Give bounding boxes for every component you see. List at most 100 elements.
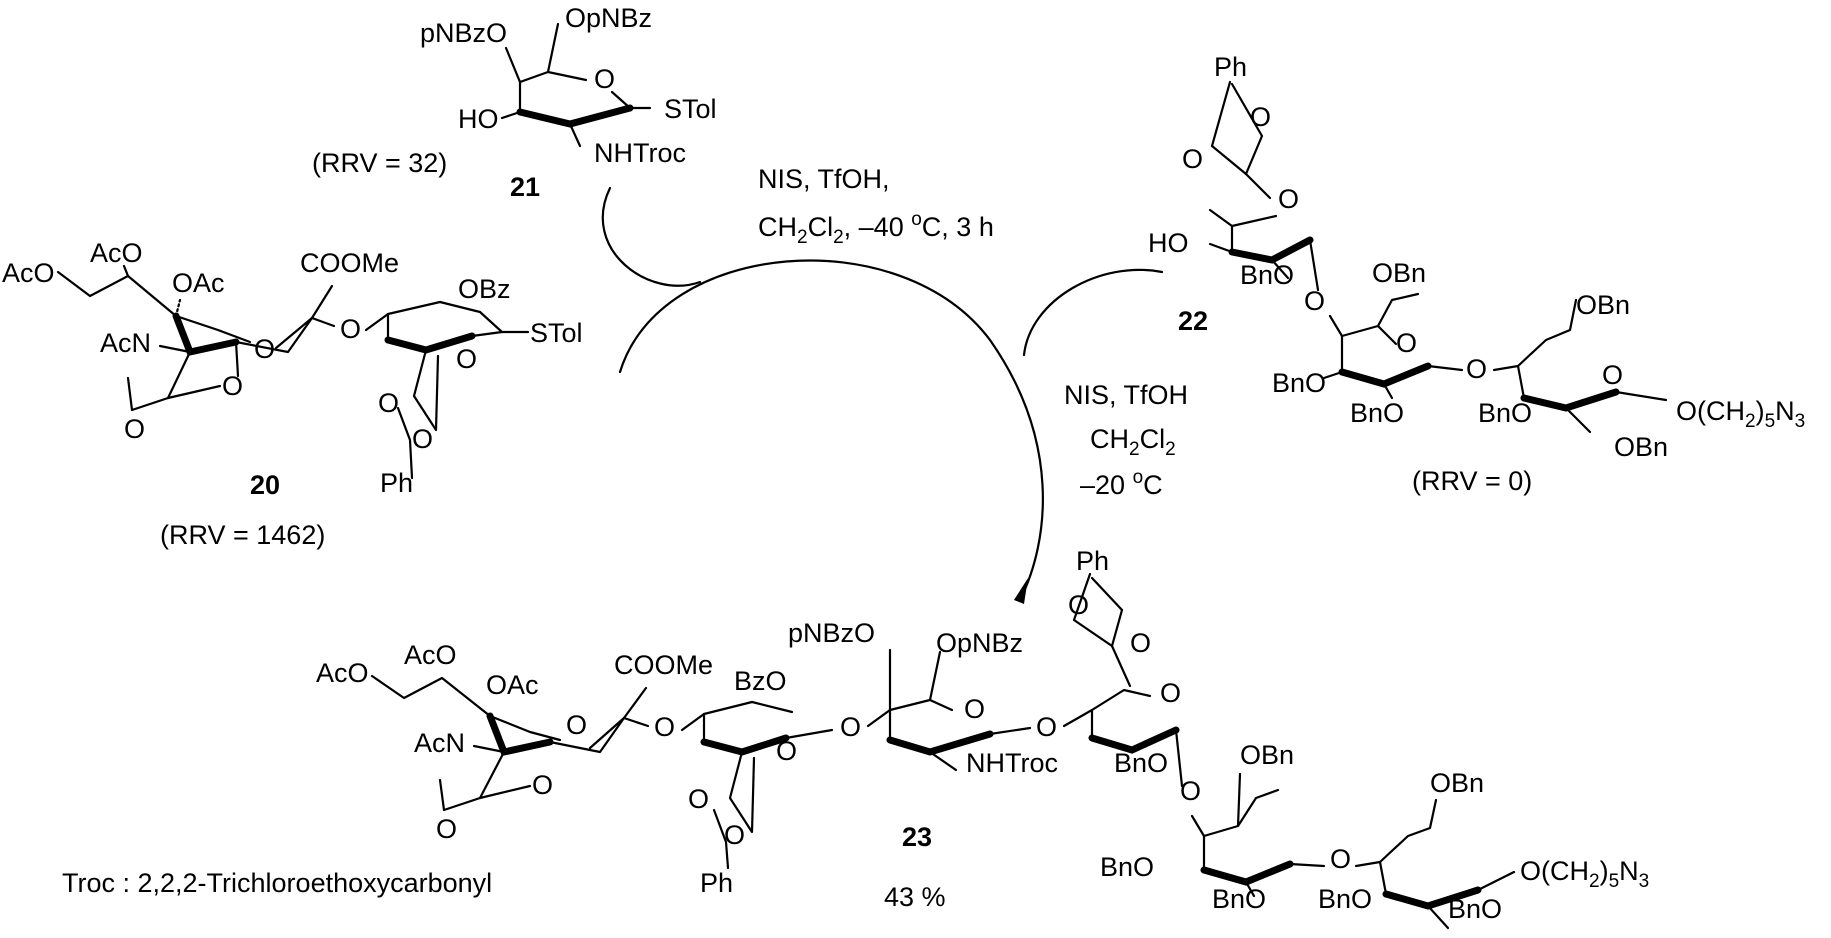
c22-linker-paren: ): [1756, 396, 1765, 426]
c22-linker-sub2: 2: [1745, 411, 1756, 432]
c23-label-bno-1: BnO: [1114, 748, 1168, 778]
c20-label-ph: Ph: [380, 468, 413, 498]
c23-linker-n: N: [1619, 856, 1639, 886]
c20-glyco-o: O: [340, 314, 361, 344]
c20-number: 20: [250, 470, 280, 500]
c23-ring-o-5: O: [1160, 678, 1181, 708]
reaction-arrows: [601, 186, 1164, 604]
c22-glyco-o-1: O: [1304, 286, 1325, 316]
c21-label-ho: HO: [458, 104, 499, 134]
arrow-curve-from-22: [1022, 268, 1164, 357]
c23-label-opnbz: OpNBz: [936, 628, 1023, 658]
c23-ring-o-1: O: [566, 710, 587, 740]
step1-time: C, 3 h: [922, 212, 994, 242]
c22-label-ho: HO: [1148, 228, 1189, 258]
arrow-curve-from-21: [601, 186, 702, 287]
c22-label-linker: O(CH2)5N3: [1676, 396, 1805, 432]
c21-label-stol: STol: [664, 94, 717, 124]
c22-linker-sub5: 5: [1765, 411, 1776, 432]
step2-cl: Cl: [1140, 424, 1166, 454]
c22-ring-o-1: O: [1278, 184, 1299, 214]
c22-label-bno-2: BnO: [1272, 368, 1326, 398]
c23-acetal-o-4: O: [1130, 628, 1151, 658]
c20-ring-o-1: O: [254, 334, 275, 364]
c20-ring-o-3: O: [456, 344, 477, 374]
c23-ring-o-3: O: [776, 736, 797, 766]
c22-label-bno-4: BnO: [1478, 398, 1532, 428]
c23-label-bno-3: BnO: [1212, 884, 1266, 914]
c23-glyco-o-5: O: [1330, 844, 1351, 874]
c23-linker-sub3: 3: [1639, 871, 1650, 892]
c21-ring-o: O: [594, 64, 615, 94]
c22-linker-n: N: [1775, 396, 1795, 426]
arrow-main-circle: [618, 259, 1044, 602]
c20-acetal-o-1: O: [378, 388, 399, 418]
c23-glyco-o-2: O: [840, 712, 861, 742]
c20-ring-o-2: O: [222, 371, 243, 401]
c23-yield: 43 %: [884, 882, 946, 912]
c21-label-nhtroc: NHTroc: [594, 138, 686, 168]
step1-temp: , –40: [844, 212, 912, 242]
c23-linker-sub5: 5: [1609, 871, 1620, 892]
step2-sub2-b: 2: [1165, 439, 1176, 460]
c22-linker-och: O(CH: [1676, 396, 1745, 426]
c23-label-bzo: BzO: [734, 666, 787, 696]
c23-glyco-o-1: O: [654, 712, 675, 742]
compound-21: pNBzO OpNBz O HO STol NHTroc: [420, 3, 717, 168]
c21-number: 21: [510, 172, 540, 202]
compound-23: AcO AcO OAc COOMe BzO pNBzO OpNBz Ph AcN…: [316, 546, 1650, 930]
c21-rrv: (RRV = 32): [312, 148, 447, 178]
c23-label-nhtroc: NHTroc: [966, 748, 1058, 778]
c21-label-pnbzo-top: pNBzO: [420, 18, 507, 48]
c23-label-aco-1: AcO: [316, 658, 369, 688]
c20-label-aco-2: AcO: [90, 238, 143, 268]
c20-label-obz: OBz: [458, 274, 511, 304]
compound-20: AcO AcO OAc COOMe AcN O O O O OBz STol O…: [2, 238, 583, 498]
c23-label-oac: OAc: [486, 670, 539, 700]
c22-label-obn-3: OBn: [1614, 432, 1668, 462]
c23-glyco-o-4: O: [1180, 776, 1201, 806]
c20-label-acn: AcN: [100, 328, 151, 358]
c23-label-obn-1: OBn: [1240, 740, 1294, 770]
c23-linker-och: O(CH: [1520, 856, 1589, 886]
step2-sub2-a: 2: [1129, 439, 1140, 460]
c23-label-obn-2: OBn: [1430, 768, 1484, 798]
c22-acetal-o-2: O: [1182, 144, 1203, 174]
step2-ch: CH: [1090, 424, 1129, 454]
step2-line2: CH2Cl2: [1090, 424, 1176, 460]
c23-linker-paren: ): [1600, 856, 1609, 886]
arrowhead: [1014, 578, 1028, 604]
c20-label-aco-1: AcO: [2, 258, 55, 288]
step2-line3: –20 oC: [1080, 467, 1163, 500]
c23-label-ph-bottom: Ph: [700, 868, 733, 898]
c20-carbonyl-o: O: [124, 414, 145, 444]
c23-ring-o-2: O: [532, 770, 553, 800]
conditions-step2: NIS, TfOH CH2Cl2 –20 oC: [1064, 380, 1188, 500]
c22-label-bno-3: BnO: [1350, 398, 1404, 428]
step2-degree: o: [1133, 467, 1144, 488]
c20-acetal-o-2: O: [412, 424, 433, 454]
step2-line1: NIS, TfOH: [1064, 380, 1188, 410]
c22-ring-o-3: O: [1602, 360, 1623, 390]
c22-label-obn-2: OBn: [1576, 290, 1630, 320]
troc-footnote: Troc : 2,2,2-Trichloroethoxycarbonyl: [62, 868, 492, 898]
c23-carbonyl-o: O: [436, 814, 457, 844]
step1-line2: CH2Cl2, –40 oC, 3 h: [758, 209, 994, 248]
step2-unit: C: [1143, 470, 1163, 500]
step1-degree: o: [911, 209, 922, 230]
c22-linker-sub3: 3: [1795, 411, 1806, 432]
step1-sub2-a: 2: [797, 227, 808, 248]
c23-number: 23: [902, 822, 932, 852]
c22-number: 22: [1178, 306, 1208, 336]
c23-label-acn: AcN: [414, 728, 465, 758]
c22-glyco-o-2: O: [1466, 354, 1487, 384]
c23-glyco-o-3: O: [1036, 712, 1057, 742]
step1-line1: NIS, TfOH,: [758, 164, 890, 194]
c22-label-ph: Ph: [1214, 52, 1247, 82]
c23-ring-o-4: O: [964, 694, 985, 724]
step1-sub2-b: 2: [833, 227, 844, 248]
compound-22: Ph O O O HO BnO O OBn O OBn O BnO BnO O …: [1148, 52, 1805, 462]
conditions-step1: NIS, TfOH, CH2Cl2, –40 oC, 3 h: [758, 164, 994, 248]
c23-label-bno-2: BnO: [1100, 852, 1154, 882]
